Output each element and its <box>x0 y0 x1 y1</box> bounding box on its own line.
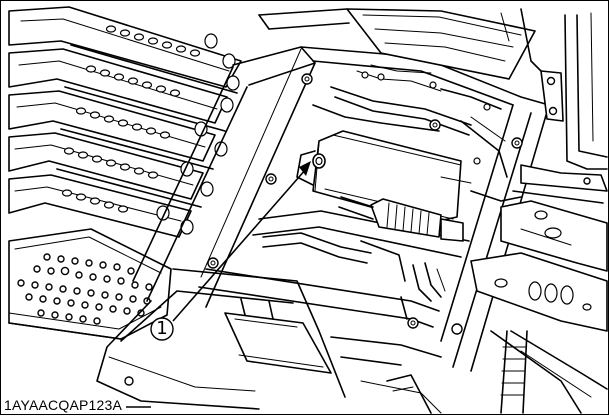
callout-number: 1 <box>156 318 168 339</box>
top-cover <box>258 8 536 80</box>
pipes-and-cables <box>262 64 522 320</box>
left-floor-plates <box>8 6 242 238</box>
lower-left-grid-plate <box>8 228 172 340</box>
callout-leader <box>172 161 311 322</box>
bellows-shaft <box>338 196 464 242</box>
upper-right-bracket <box>500 8 608 170</box>
right-side-plates <box>470 164 608 332</box>
figure-code: 1AYAACQAP123A <box>4 397 127 413</box>
frame-bolts <box>124 73 523 386</box>
left-plate-holes <box>61 25 240 235</box>
lower-right-bellows <box>386 330 528 414</box>
callout-circle <box>150 317 174 341</box>
